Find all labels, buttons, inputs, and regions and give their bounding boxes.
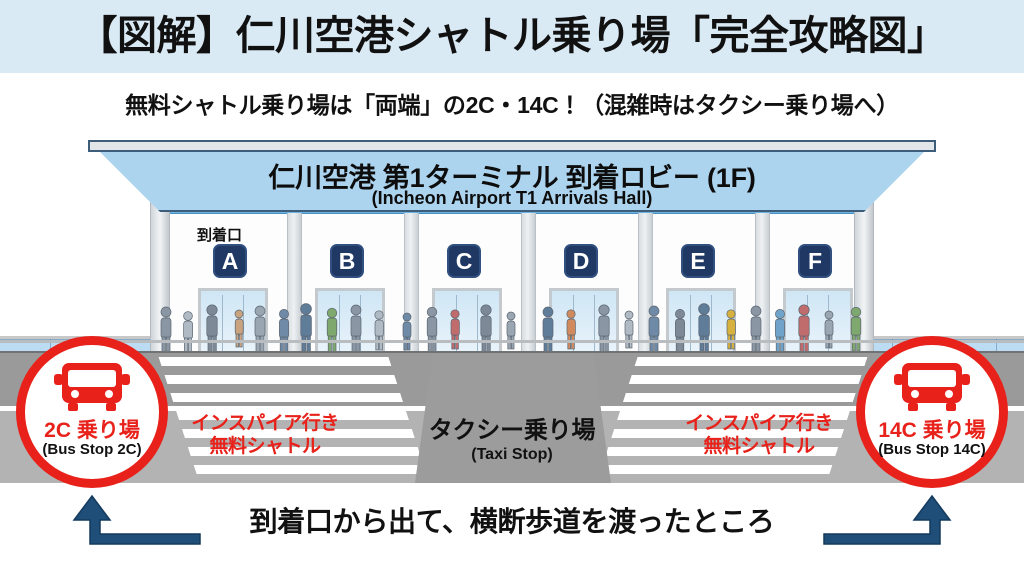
page-title: 【図解】仁川空港シャトル乗り場「完全攻略図」 [77,14,948,58]
crowd-figures [160,303,862,355]
taxi-stop-label: タクシー乗り場 (Taxi Stop) [382,416,642,465]
shuttle-label-right-line2: 無料シャトル [703,436,815,458]
bus-icon [894,363,970,411]
shuttle-label-right-line1: インスパイア行き [685,413,833,434]
taxi-bay [415,353,611,483]
bus-stop-2c-label-jp: 2C 乗り場 [44,419,140,442]
taxi-stop-label-en: (Taxi Stop) [471,446,553,464]
footer-caption-area: 到着口から出て、横断歩道を渡ったところ [0,492,1024,572]
gate-badge-a: A [213,244,247,278]
shuttle-label-left-line1: インスパイア行き [191,413,339,434]
title-band: 【図解】仁川空港シャトル乗り場「完全攻略図」 [0,0,1024,73]
terminal-roof-cap [88,140,936,152]
bus-stop-14c-label-en: (Bus Stop 14C) [878,441,986,459]
sidewalk-curb [0,340,1024,343]
terminal-scene: 仁川空港 第1ターミナル 到着ロビー (1F) (Incheon Airport… [0,140,1024,572]
gate-badge-c: C [447,244,481,278]
bus-icon [54,363,130,411]
arrivals-exit-label: 到着口 [197,227,243,244]
page-subtitle: 無料シャトル乗り場は「両端」の2C・14C！（混雑時はタクシー乗り場へ） [125,92,899,118]
gate-badge-b: B [330,244,364,278]
bus-stop-14c-label-jp: 14C 乗り場 [878,419,986,442]
arrow-to-bus-stop-2c [72,494,201,545]
taxi-stop-label-jp: タクシー乗り場 [428,417,596,444]
shuttle-label-left-line2: 無料シャトル [209,436,321,458]
footer-arrows [72,494,952,545]
bus-stop-badge-2c[interactable]: 2C 乗り場 (Bus Stop 2C) [16,336,168,488]
shuttle-label-left: インスパイア行き 無料シャトル [185,412,345,458]
terminal-name-jp: 仁川空港 第1ターミナル 到着ロビー (1F) [268,163,756,193]
gate-badge-d: D [564,244,598,278]
shuttle-label-right: インスパイア行き 無料シャトル [679,412,839,458]
bus-stop-2c-label-en: (Bus Stop 2C) [42,441,142,459]
road-bottom-edge [0,483,1024,488]
footer-caption: 到着口から出て、横断歩道を渡ったところ [249,506,775,537]
gate-badge-f: F [798,244,832,278]
bus-stop-badge-14c[interactable]: 14C 乗り場 (Bus Stop 14C) [856,336,1008,488]
gate-badge-e: E [681,244,715,278]
arrow-to-bus-stop-14c [823,494,952,545]
terminal-name-en: (Incheon Airport T1 Arrivals Hall) [371,188,653,208]
